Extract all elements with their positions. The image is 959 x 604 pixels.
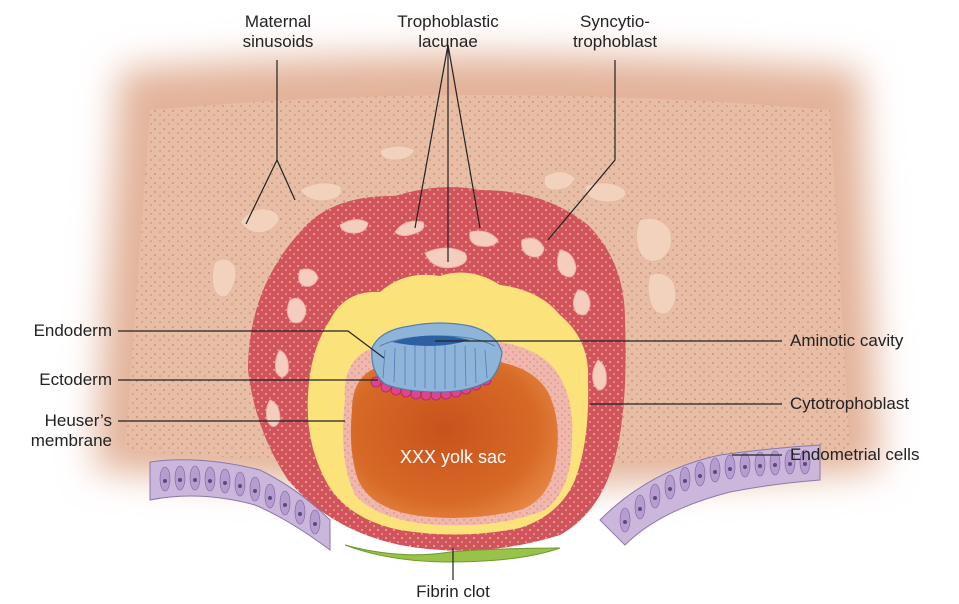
label-aminotic-cavity: Aminotic cavity bbox=[790, 331, 903, 351]
label-ectoderm: Ectoderm bbox=[0, 370, 112, 390]
label-maternal-sinusoids-line2: sinusoids bbox=[223, 32, 333, 52]
label-cytotrophoblast: Cytotrophoblast bbox=[790, 394, 909, 414]
label-endoderm: Endoderm bbox=[0, 321, 112, 341]
label-trophoblastic-lacunae: Trophoblastic lacunae bbox=[383, 12, 513, 52]
label-yolk-sac: XXX yolk sac bbox=[400, 447, 506, 467]
label-fibrin-clot: Fibrin clot bbox=[393, 582, 513, 602]
label-endometrial-cells: Endometrial cells bbox=[790, 445, 919, 465]
label-syncytiotrophoblast: Syncytio- trophoblast bbox=[555, 12, 675, 52]
label-heusers-membrane-line1: Heuser’s bbox=[0, 411, 112, 431]
label-heusers-membrane: Heuser’s membrane bbox=[0, 411, 112, 451]
label-syncytiotrophoblast-line2: trophoblast bbox=[555, 32, 675, 52]
label-trophoblastic-lacunae-line1: Trophoblastic bbox=[383, 12, 513, 32]
label-heusers-membrane-line2: membrane bbox=[0, 431, 112, 451]
label-trophoblastic-lacunae-line2: lacunae bbox=[383, 32, 513, 52]
label-maternal-sinusoids-line1: Maternal bbox=[223, 12, 333, 32]
amniotic-disc bbox=[372, 323, 502, 392]
label-maternal-sinusoids: Maternal sinusoids bbox=[223, 12, 333, 52]
label-syncytiotrophoblast-line1: Syncytio- bbox=[555, 12, 675, 32]
